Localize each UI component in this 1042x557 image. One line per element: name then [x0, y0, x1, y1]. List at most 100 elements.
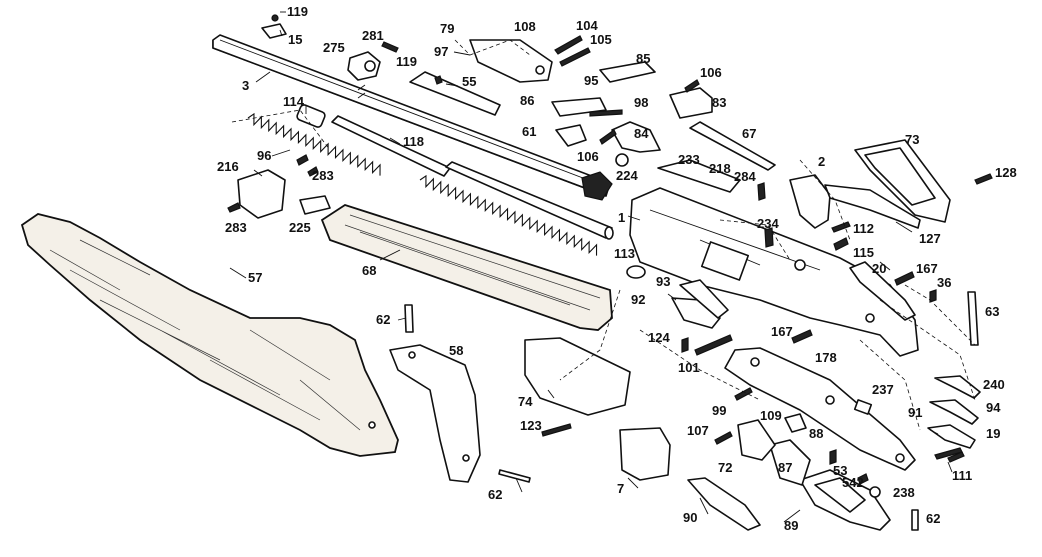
label-73: 73 — [905, 132, 919, 147]
label-61: 61 — [522, 124, 536, 139]
part-91 — [927, 424, 976, 449]
label-57: 57 — [248, 270, 262, 285]
label-284: 284 — [734, 169, 756, 184]
label-238: 238 — [893, 485, 915, 500]
label-88: 88 — [809, 426, 823, 441]
part-90 — [687, 477, 761, 531]
label-237: 237 — [872, 382, 894, 397]
label-36: 36 — [937, 275, 951, 290]
label-93: 93 — [656, 274, 670, 289]
part-15 — [261, 14, 287, 39]
label-53: 53 — [833, 463, 847, 478]
label-62a: 62 — [376, 312, 390, 327]
label-119b: 119 — [396, 54, 417, 69]
part-127 — [824, 184, 921, 229]
label-20: 20 — [872, 261, 886, 276]
label-118: 118 — [403, 134, 424, 149]
label-275: 275 — [323, 40, 345, 55]
label-55: 55 — [462, 74, 476, 89]
label-233: 233 — [678, 152, 700, 167]
label-106a: 106 — [700, 65, 722, 80]
label-240: 240 — [983, 377, 1005, 392]
label-281: 281 — [362, 28, 384, 43]
part-93 — [679, 279, 729, 319]
label-105: 105 — [590, 32, 612, 47]
label-108: 108 — [514, 19, 536, 34]
rod-67 — [689, 121, 776, 171]
part-72 — [737, 419, 776, 461]
pins-and-screws — [227, 35, 993, 531]
label-542: 542 — [842, 475, 864, 490]
label-104: 104 — [576, 18, 598, 33]
part-88 — [784, 413, 807, 433]
label-92: 92 — [631, 292, 645, 307]
label-283b: 283 — [225, 220, 247, 235]
part-238 — [869, 486, 881, 498]
label-3: 3 — [242, 78, 249, 93]
label-68: 68 — [362, 263, 376, 278]
label-119: 119 — [287, 4, 308, 19]
label-79: 79 — [440, 21, 454, 36]
magazine-tube — [331, 115, 614, 240]
label-85: 85 — [636, 51, 650, 66]
label-19: 19 — [986, 426, 1000, 441]
label-86: 86 — [520, 93, 534, 108]
label-99: 99 — [712, 403, 726, 418]
label-112: 112 — [853, 221, 874, 236]
label-96: 96 — [257, 148, 271, 163]
label-97: 97 — [434, 44, 448, 59]
part-7 — [619, 427, 671, 481]
label-58: 58 — [449, 343, 463, 358]
part-113 — [626, 265, 646, 279]
part-225 — [299, 195, 331, 215]
label-234: 234 — [757, 216, 779, 231]
link-83 — [669, 87, 713, 119]
lever-73 — [854, 139, 951, 223]
part-labels: 119 15 281 275 3 79 108 104 105 97 119 5… — [217, 4, 1017, 533]
label-283a: 283 — [312, 168, 334, 183]
label-107: 107 — [687, 423, 709, 438]
label-167b: 167 — [771, 324, 793, 339]
lever-89 — [799, 469, 891, 531]
label-123: 123 — [520, 418, 542, 433]
link-85 — [599, 61, 656, 83]
sideplate-74 — [524, 337, 631, 416]
part-94 — [929, 399, 979, 425]
label-90: 90 — [683, 510, 697, 525]
label-218: 218 — [709, 161, 731, 176]
label-124: 124 — [648, 330, 670, 345]
label-62c: 62 — [926, 511, 940, 526]
part-275 — [347, 51, 381, 81]
label-225: 225 — [289, 220, 311, 235]
label-127: 127 — [919, 231, 941, 246]
label-178: 178 — [815, 350, 837, 365]
label-83: 83 — [712, 95, 726, 110]
part-224 — [615, 153, 629, 167]
label-63: 63 — [985, 304, 999, 319]
label-98: 98 — [634, 95, 648, 110]
magazine-spring — [247, 112, 598, 256]
label-101: 101 — [678, 360, 700, 375]
part-2 — [789, 174, 831, 229]
assembly-lines — [231, 39, 976, 431]
part-218 — [657, 159, 741, 193]
label-95: 95 — [584, 73, 598, 88]
label-115: 115 — [853, 245, 874, 260]
bolt — [409, 71, 501, 116]
label-89: 89 — [784, 518, 798, 533]
label-84: 84 — [634, 126, 649, 141]
label-72: 72 — [718, 460, 732, 475]
part-237 — [853, 399, 873, 415]
part-114 — [296, 104, 326, 128]
forearm — [320, 204, 613, 331]
carrier-97 — [469, 39, 553, 83]
label-113: 113 — [614, 246, 635, 261]
label-224: 224 — [616, 168, 638, 183]
leaders — [229, 11, 953, 523]
label-216: 216 — [217, 159, 239, 174]
buttstock — [20, 213, 399, 457]
label-67: 67 — [742, 126, 756, 141]
label-94: 94 — [986, 400, 1001, 415]
label-2: 2 — [818, 154, 825, 169]
label-1: 1 — [618, 210, 625, 225]
